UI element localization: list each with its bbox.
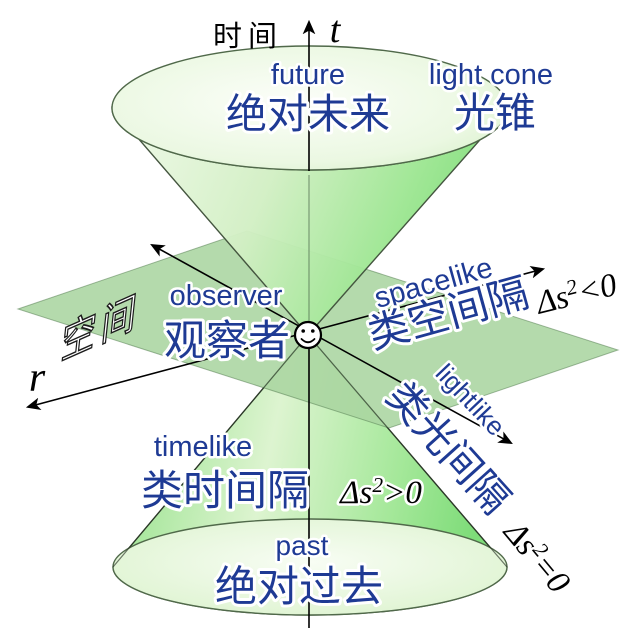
timelike-label-cn: 类时间隔: [141, 467, 309, 514]
lightlike-axis-arrow: [150, 243, 513, 445]
future-label-cn: 绝对未来: [226, 91, 390, 137]
time-axis-symbol: t: [330, 9, 342, 51]
past-label-cn: 绝对过去: [215, 563, 383, 610]
future-label-en: future: [271, 59, 345, 91]
observer-label-en: observer: [170, 280, 283, 312]
time-axis-cn-label: 时间: [213, 20, 283, 53]
light-cone-label-en: light cone: [429, 59, 553, 91]
light-cone-label-cn: 光锥: [454, 90, 536, 136]
timelike-interval-formula: Δs2>0: [338, 473, 422, 511]
past-label-en: past: [276, 530, 329, 561]
smiley-face-icon: [293, 320, 323, 350]
timelike-label-en: timelike: [154, 431, 252, 463]
observer-label-cn: 观察者: [164, 317, 290, 364]
space-axis-symbol: r: [29, 355, 46, 401]
future-cone-top-ellipse: [111, 45, 509, 171]
